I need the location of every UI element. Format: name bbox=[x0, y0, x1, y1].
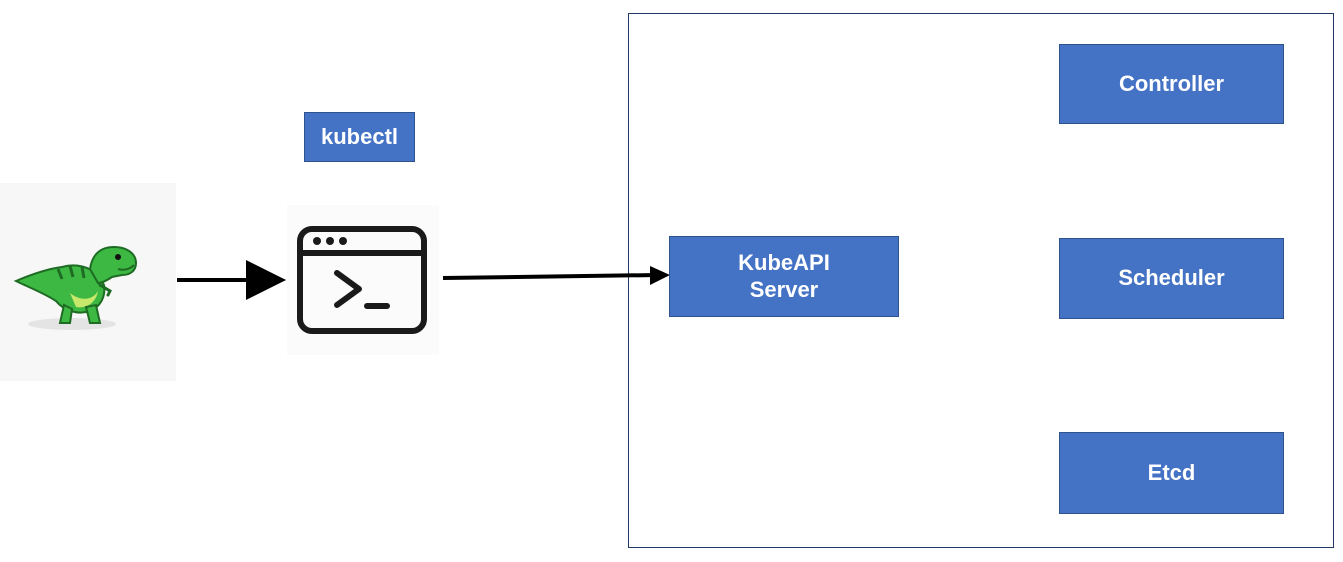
kubeapi-server-box: KubeAPI Server bbox=[669, 236, 899, 317]
arrow-kubectl-to-kubeapi bbox=[442, 273, 659, 280]
terminal-tile bbox=[287, 205, 439, 355]
etcd-box: Etcd bbox=[1059, 432, 1284, 514]
kubectl-label-text: kubectl bbox=[320, 123, 399, 149]
user-tile bbox=[0, 183, 176, 381]
arrowhead-kubeapi bbox=[650, 266, 670, 285]
arrowhead-kubectl bbox=[266, 271, 286, 289]
scheduler-label: Scheduler bbox=[1118, 265, 1225, 291]
kubectl-label: kubectl bbox=[304, 112, 415, 162]
dinosaur-icon bbox=[13, 245, 138, 330]
terminal-window-icon bbox=[297, 226, 427, 334]
kubeapi-line1: KubeAPI bbox=[738, 250, 830, 276]
etcd-label: Etcd bbox=[1147, 459, 1196, 485]
controller-box: Controller bbox=[1059, 44, 1284, 124]
controller-label: Controller bbox=[1118, 70, 1225, 96]
kubeapi-line2: Server bbox=[749, 276, 819, 302]
scheduler-box: Scheduler bbox=[1059, 238, 1284, 319]
